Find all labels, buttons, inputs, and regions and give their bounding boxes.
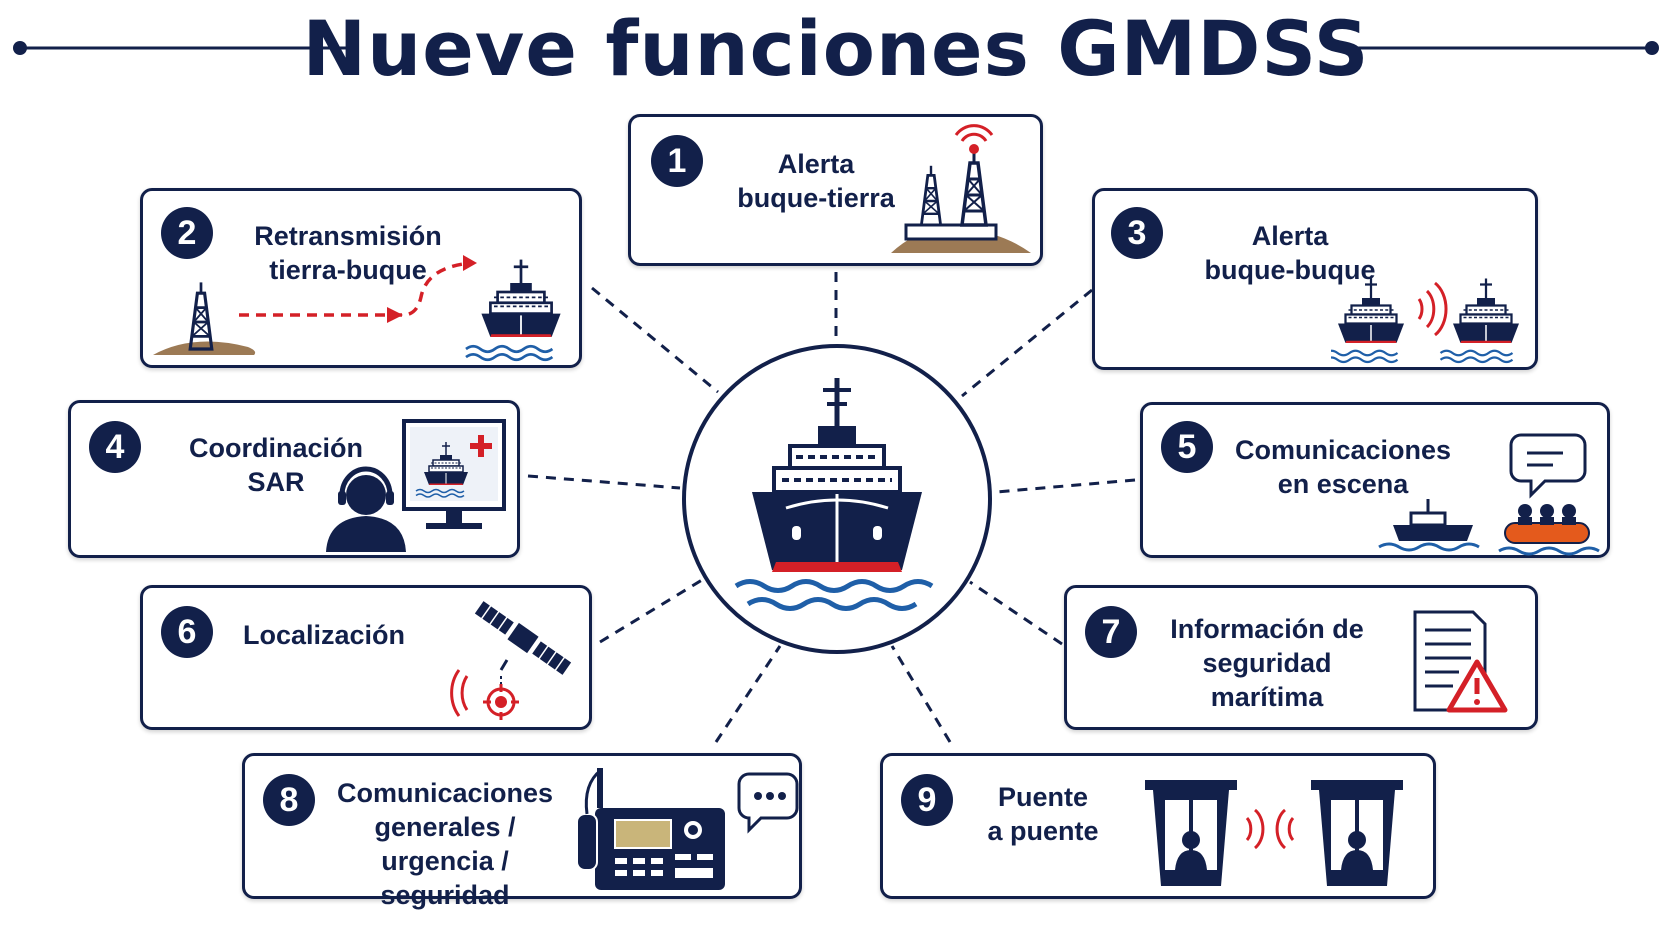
function-card-7: 7 Información de seguridad marítima bbox=[1064, 585, 1538, 730]
satellite-locator-icon bbox=[450, 599, 573, 720]
page-title: Nueve funciones GMDSS bbox=[302, 4, 1370, 93]
rescue-scene-icon bbox=[1378, 433, 1600, 556]
function-label: Retransmisión tierra-buque bbox=[254, 221, 442, 285]
number-badge: 7 bbox=[1085, 606, 1137, 658]
function-card-4: 4 Coordinación SAR bbox=[68, 400, 520, 558]
central-ship-hub bbox=[682, 344, 992, 654]
bridge-to-bridge-icon bbox=[1145, 780, 1403, 886]
number-badge: 9 bbox=[901, 774, 953, 826]
function-label: Puente a puente bbox=[987, 782, 1099, 846]
number-badge: 8 bbox=[263, 774, 315, 826]
function-label: Alerta buque-buque bbox=[1204, 221, 1376, 285]
number-badge: 2 bbox=[161, 207, 213, 259]
function-card-9: 9 Puente a puente bbox=[880, 753, 1436, 899]
vhf-radio-icon bbox=[576, 768, 799, 890]
function-card-5: 5 Comunicaciones en escena bbox=[1140, 402, 1610, 558]
function-label: Información de seguridad marítima bbox=[1170, 614, 1364, 712]
ship-icon bbox=[734, 378, 934, 611]
function-card-6: 6 Localización bbox=[140, 585, 592, 730]
function-label: Coordinación SAR bbox=[189, 433, 363, 497]
function-card-3: 3 Alerta buque-buque bbox=[1092, 188, 1538, 370]
function-card-2: 2 Retransmisión tierra-buque bbox=[140, 188, 582, 368]
safety-document-warning-icon bbox=[1413, 610, 1508, 713]
number-badge: 6 bbox=[161, 606, 213, 658]
number-badge: 3 bbox=[1111, 207, 1163, 259]
function-card-8: 8 Comunicaciones generales / urgencia / … bbox=[242, 753, 802, 910]
number-badge: 5 bbox=[1161, 421, 1213, 473]
function-label: Comunicaciones generales / urgencia / se… bbox=[336, 778, 554, 910]
tower-to-ship-relay-icon bbox=[153, 255, 562, 362]
hub-connectors bbox=[527, 272, 1136, 743]
function-card-1: 1 Alerta buque-tierra bbox=[628, 114, 1043, 266]
shore-radio-tower-icon bbox=[891, 124, 1031, 253]
number-badge: 1 bbox=[651, 135, 703, 187]
sar-operator-monitor-icon bbox=[326, 419, 506, 552]
number-badge: 4 bbox=[89, 421, 141, 473]
function-label: Alerta buque-tierra bbox=[737, 149, 895, 213]
function-label: Comunicaciones en escena bbox=[1234, 435, 1452, 499]
ship-to-ship-icon bbox=[1331, 277, 1521, 364]
function-label: Localización bbox=[243, 620, 406, 650]
